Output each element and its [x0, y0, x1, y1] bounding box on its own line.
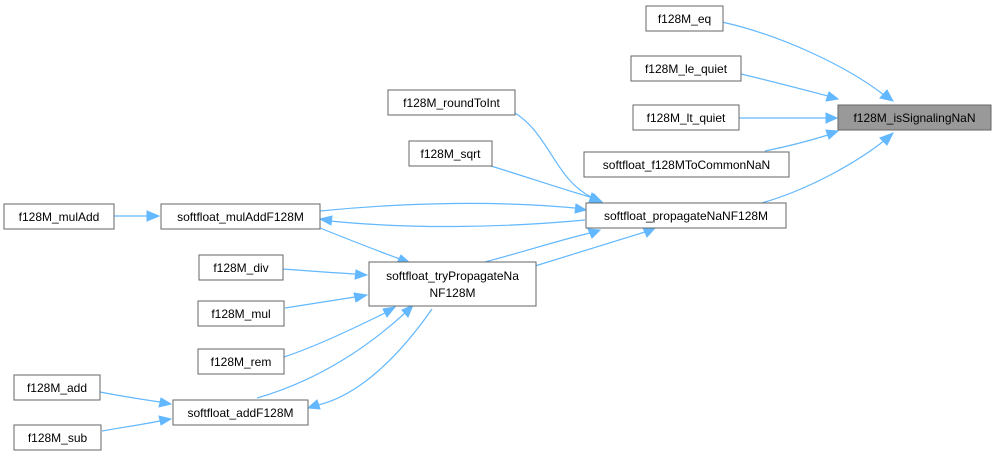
- node-label: softfloat_mulAddF128M: [177, 210, 304, 224]
- node-label: f128M_rem: [211, 355, 272, 369]
- node-label: f128M_mulAdd: [19, 210, 100, 224]
- node-label: softfloat_propagateNaNF128M: [604, 209, 768, 223]
- edge-le-quiet-to-issignalingnan: [740, 73, 840, 102]
- node-label: f128M_add: [27, 381, 87, 395]
- node-softfloat-propagatenanf128m[interactable]: softfloat_propagateNaNF128M: [585, 202, 787, 229]
- node-softfloat-trypropagatenanf128m[interactable]: softfloat_tryPropagateNa NF128M: [368, 261, 537, 307]
- node-label: f128M_mul: [211, 307, 270, 321]
- nodes: f128M_isSignalingNaN f128M_eq f128M_le_q…: [3, 5, 992, 451]
- edge-muladd-to-muladdf128m: [113, 210, 161, 222]
- edge-lt-quiet-to-issignalingnan: [738, 112, 839, 124]
- edge-sqrt-to-propagate: [490, 165, 603, 203]
- node-softfloat-muladdf128m[interactable]: softfloat_mulAddF128M: [160, 203, 321, 230]
- node-f128m-add[interactable]: f128M_add: [13, 374, 101, 401]
- edge-add-to-addf128m: [99, 391, 173, 408]
- node-label: softfloat_addF128M: [187, 406, 293, 420]
- node-label: f128M_isSignalingNaN: [853, 111, 975, 125]
- node-label-line-1: softfloat_tryPropagateNa: [386, 269, 519, 283]
- edges: [99, 21, 895, 432]
- edge-tocommonnan-to-issignalingnan: [764, 129, 840, 152]
- node-f128m-eq[interactable]: f128M_eq: [645, 5, 724, 32]
- node-label: f128M_lt_quiet: [647, 111, 726, 125]
- node-label: f128M_roundToInt: [403, 96, 500, 110]
- node-f128m-issignalingnan[interactable]: f128M_isSignalingNaN: [837, 104, 992, 131]
- node-label: f128M_eq: [658, 12, 711, 26]
- edge-rem-to-trypropagate: [283, 306, 397, 358]
- edge-muladdf128m-to-trypropagate: [319, 227, 412, 264]
- edge-sub-to-addf128m: [101, 415, 173, 432]
- edge-propagate-to-issignalingnan: [757, 132, 895, 205]
- node-f128m-muladd[interactable]: f128M_mulAdd: [3, 203, 115, 230]
- edge-muladdf128m-to-propagate: [319, 202, 588, 214]
- edge-addf128m-to-trypropagate: [256, 304, 414, 399]
- node-f128m-le-quiet[interactable]: f128M_le_quiet: [630, 55, 742, 82]
- edge-div-to-trypropagate: [282, 268, 369, 280]
- edge-trypropagate-to-propagate: [534, 227, 657, 267]
- node-f128m-lt-quiet[interactable]: f128M_lt_quiet: [632, 104, 740, 131]
- edge-mul-to-trypropagate: [284, 292, 369, 309]
- node-label: f128M_le_quiet: [645, 62, 728, 76]
- node-f128m-roundtoint[interactable]: f128M_roundToInt: [387, 89, 516, 116]
- node-f128m-div[interactable]: f128M_div: [198, 254, 284, 281]
- edge-eq-to-issignalingnan: [721, 21, 894, 102]
- node-label: f128M_sub: [28, 431, 88, 445]
- node-label-line-2: NF128M: [429, 286, 475, 300]
- node-f128m-sqrt[interactable]: f128M_sqrt: [408, 140, 493, 167]
- node-softfloat-f128mtocommonnan[interactable]: softfloat_f128MToCommonNaN: [583, 151, 790, 178]
- node-f128m-sub[interactable]: f128M_sub: [13, 424, 102, 451]
- node-softfloat-addf128m[interactable]: softfloat_addF128M: [172, 399, 309, 426]
- edge-trypropagate-to-propagate-2: [484, 228, 602, 263]
- edge-propagate-to-muladdf128m: [318, 215, 586, 228]
- edge-trypropagate-to-addf128m: [306, 308, 433, 410]
- node-label: f128M_sqrt: [420, 147, 481, 161]
- node-f128m-mul[interactable]: f128M_mul: [197, 300, 285, 327]
- node-f128m-rem[interactable]: f128M_rem: [197, 348, 285, 375]
- node-label: softfloat_f128MToCommonNaN: [603, 158, 770, 172]
- node-label: f128M_div: [213, 261, 268, 275]
